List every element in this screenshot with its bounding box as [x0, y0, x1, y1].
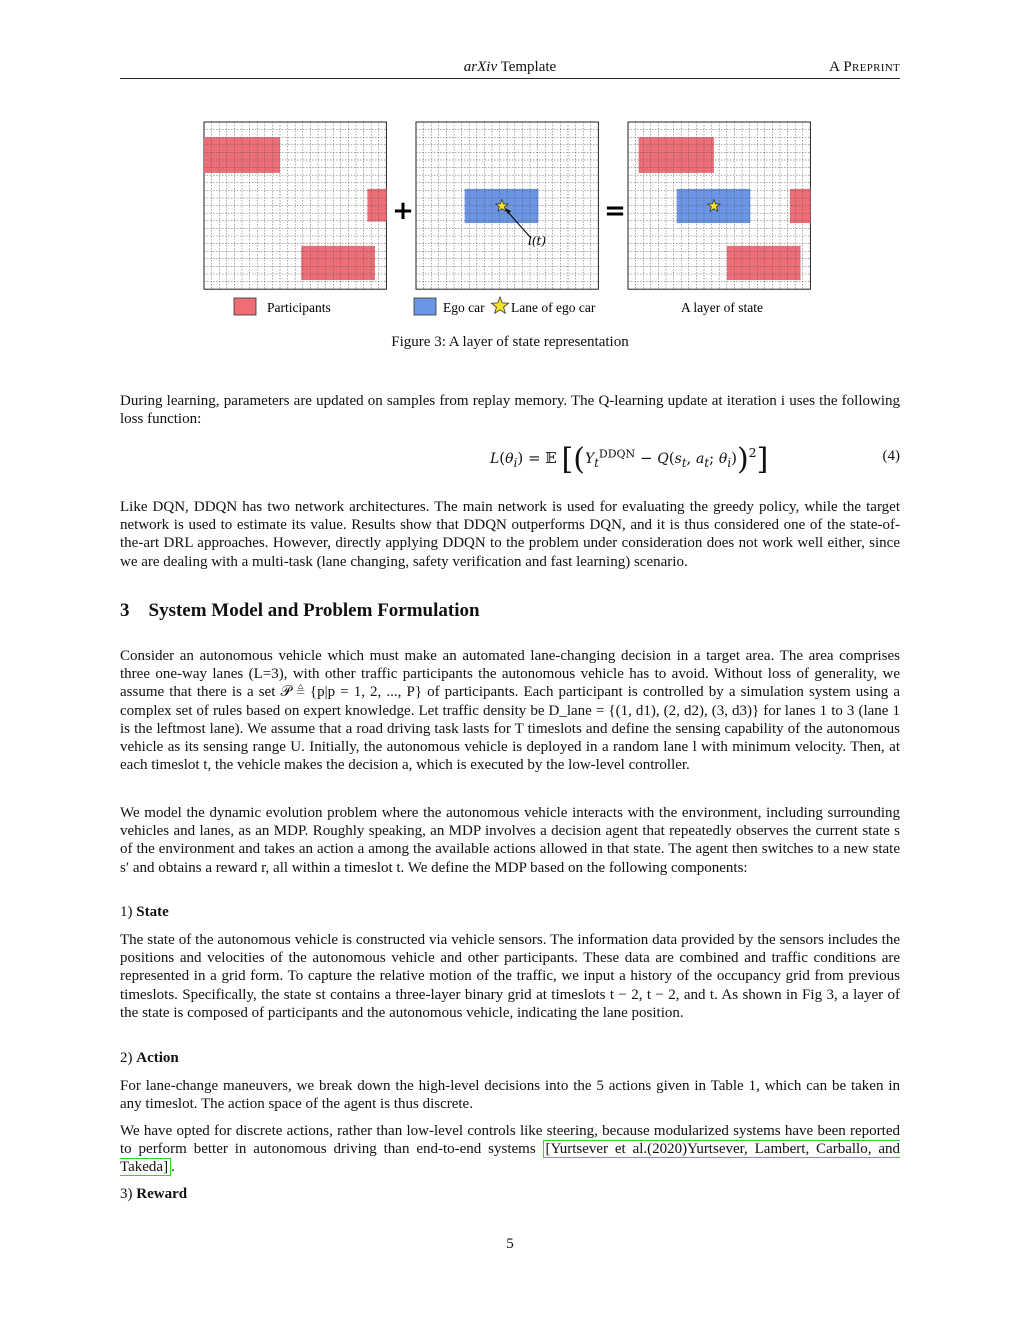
lane-star-icon [706, 198, 722, 213]
lane-star-icon [494, 198, 510, 213]
paragraph-discrete-end: . [171, 1159, 175, 1176]
equals-sign: = [604, 196, 626, 226]
header-title-rest: Template [497, 59, 557, 75]
paragraph-system-text: Consider an autonomous vehicle which mus… [120, 648, 900, 774]
participant-block [638, 137, 714, 173]
ego-grid [415, 121, 599, 290]
paragraph-state-text: The state of the autonomous vehicle is c… [120, 932, 900, 1021]
legend-star-icon [490, 295, 510, 315]
paragraph-ddqn: Like DQN, DDQN has two network architect… [120, 498, 900, 571]
paragraph-mdp-text: We model the dynamic evolution problem w… [120, 805, 900, 876]
paragraph-replay: During learning, parameters are updated … [120, 392, 900, 428]
participant-block [367, 188, 387, 222]
section-title: System Model and Problem Formulation [148, 600, 480, 621]
page-number: 5 [506, 1236, 514, 1252]
lane-arrow-head [505, 208, 511, 214]
equation-number: (4) [882, 448, 901, 464]
subsection-reward-number: 3) [120, 1186, 133, 1202]
subsection-action-title: Action [136, 1050, 179, 1066]
subsection-state: 1) State [120, 904, 169, 921]
participant-block [301, 245, 375, 281]
lane-arrow [506, 210, 532, 239]
equation-body: L(θi) = 𝔼 [(YtDDQN − Q(st, at; θi))2] [490, 442, 769, 477]
state-layer-grid [627, 121, 811, 290]
legend-participants: Participants [267, 300, 331, 315]
plus-sign: + [392, 196, 414, 226]
participant-block [789, 188, 811, 224]
paragraph-action: For lane-change maneuvers, we break down… [120, 1077, 900, 1113]
paragraph-mdp: We model the dynamic evolution problem w… [120, 804, 900, 877]
participants-grid [203, 121, 387, 290]
legend-star-shape [490, 295, 510, 315]
citation-link[interactable]: [Yurtsever et al.(2020)Yurtsever, Lamber… [120, 1140, 900, 1177]
section-heading: 3 System Model and Problem Formulation [120, 600, 480, 622]
paragraph-discrete-text: We have opted for discrete actions, rath… [120, 1123, 900, 1158]
paragraph-action-text: For lane-change maneuvers, we break down… [120, 1078, 900, 1113]
paragraph-system: Consider an autonomous vehicle which mus… [120, 647, 900, 774]
header-title-italic: arXiv [463, 59, 498, 75]
subsection-state-number: 1) [120, 904, 133, 920]
section-number: 3 [120, 600, 130, 621]
legend-ego-swatch [413, 297, 437, 316]
subsection-action-number: 2) [120, 1050, 133, 1066]
paragraph-state: The state of the autonomous vehicle is c… [120, 931, 900, 1022]
participant-block [726, 245, 801, 281]
running-header: arXiv Template A Preprint [120, 58, 900, 79]
subsection-action: 2) Action [120, 1050, 179, 1067]
legend-participant-swatch [233, 297, 257, 316]
paragraph-discrete: We have opted for discrete actions, rath… [120, 1122, 900, 1177]
lane-label: l(t) [528, 234, 546, 248]
paragraph-replay-text: During learning, parameters are updated … [120, 393, 900, 428]
legend-layer: A layer of state [681, 300, 763, 315]
header-preprint: A Preprint [829, 59, 900, 75]
state-figure: + = l(t) Participants Ego car Lane of eg… [203, 121, 811, 316]
subsection-reward: 3) Reward [120, 1186, 187, 1203]
paragraph-ddqn-text: Like DQN, DDQN has two network architect… [120, 499, 900, 570]
figure-caption: Figure 3: A layer of state representatio… [391, 334, 629, 350]
header-title: arXiv Template [120, 59, 900, 76]
subsection-state-title: State [136, 904, 169, 920]
subsection-reward-title: Reward [136, 1186, 188, 1202]
legend-lane-of-ego: Lane of ego car [511, 300, 596, 315]
legend-ego-car: Ego car [443, 300, 485, 315]
equation-4: L(θi) = 𝔼 [(YtDDQN − Q(st, at; θi))2] (4… [120, 438, 900, 478]
